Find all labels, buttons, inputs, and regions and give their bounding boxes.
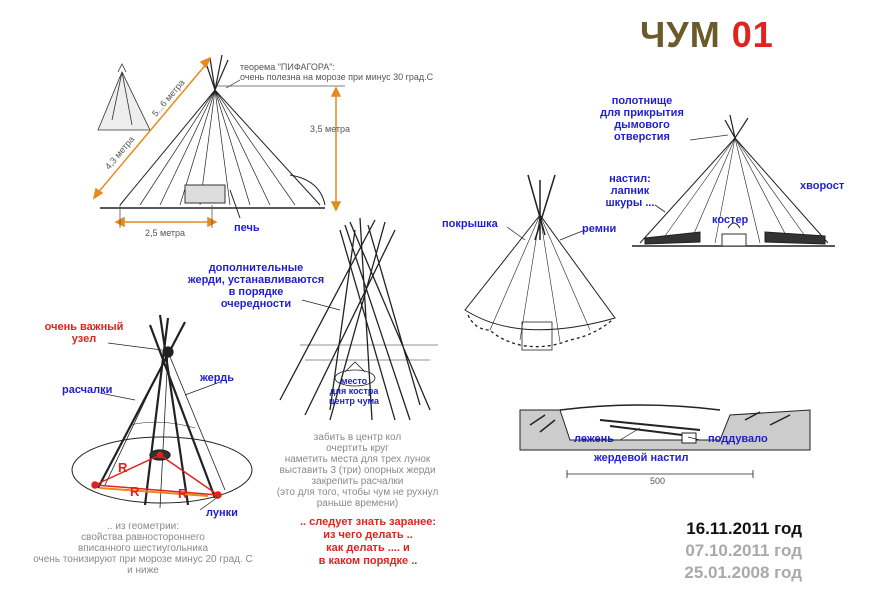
straps-label: ремни	[582, 223, 617, 235]
stove-label: печь	[234, 222, 260, 234]
dugout-dimension-label: 500	[650, 476, 666, 486]
radius-label-1: R	[118, 460, 128, 475]
fig2-chum-interior	[632, 114, 835, 247]
holes-label: лунки	[206, 507, 238, 519]
blower-label: поддувало	[708, 433, 768, 445]
date-list: 16.11.2011 год 07.10.2011 год 25.01.2008…	[672, 518, 802, 584]
geometry-note: .. из геометрии: свойства равностороннег…	[33, 521, 253, 576]
brushwood-label: хворост	[800, 180, 845, 192]
height-label: 3,5 метра	[310, 124, 351, 134]
fire-place-label: место для костра центр чума	[328, 376, 380, 406]
warning-note: .. следует знать заранее: из чего делать…	[299, 516, 436, 567]
radius-label-3: R	[178, 486, 188, 501]
extra-poles-label: дополнительные жерди, устанавливаются в …	[187, 262, 325, 310]
pole-label: жердь	[200, 372, 234, 384]
assembly-instructions: забить в центр кол очертить круг наметит…	[276, 432, 439, 509]
fig3-additional-poles	[279, 217, 438, 421]
pythagoras-note: теорема "ПИФАГОРА": очень полезна на мор…	[240, 62, 434, 82]
date-original: 25.01.2008 год	[684, 563, 802, 582]
base-label: 2,5 метра	[145, 228, 186, 238]
fig1-chum-cross-section	[100, 54, 326, 219]
cover-label: покрышка	[442, 218, 498, 230]
guys-label: расчалки	[62, 384, 113, 396]
fire-label: костер	[712, 214, 749, 226]
smoke-cover-label: полотнище для прикрытия дымового отверст…	[600, 95, 684, 143]
pole-floor-label: жердевой настил	[594, 452, 689, 464]
title-number: 01	[731, 14, 774, 55]
fig1-small-chum-sketch	[97, 63, 151, 131]
fig1-dimension-lines	[92, 56, 342, 228]
floor-label: настил: лапник шкуры ...	[605, 173, 655, 209]
fig5-radius-triangle	[91, 451, 222, 499]
date-current: 16.11.2011 год	[686, 519, 802, 538]
fig4-covered-chum	[464, 174, 616, 351]
title-word: ЧУМ	[640, 14, 721, 55]
knot-label: очень важный узел	[44, 321, 124, 345]
date-previous: 07.10.2011 год	[685, 541, 802, 560]
bed-label: лежень	[574, 433, 614, 445]
fig6-dugout-section	[519, 404, 811, 478]
page-title: ЧУМ 01	[640, 14, 774, 56]
radius-label-2: R	[130, 484, 140, 499]
